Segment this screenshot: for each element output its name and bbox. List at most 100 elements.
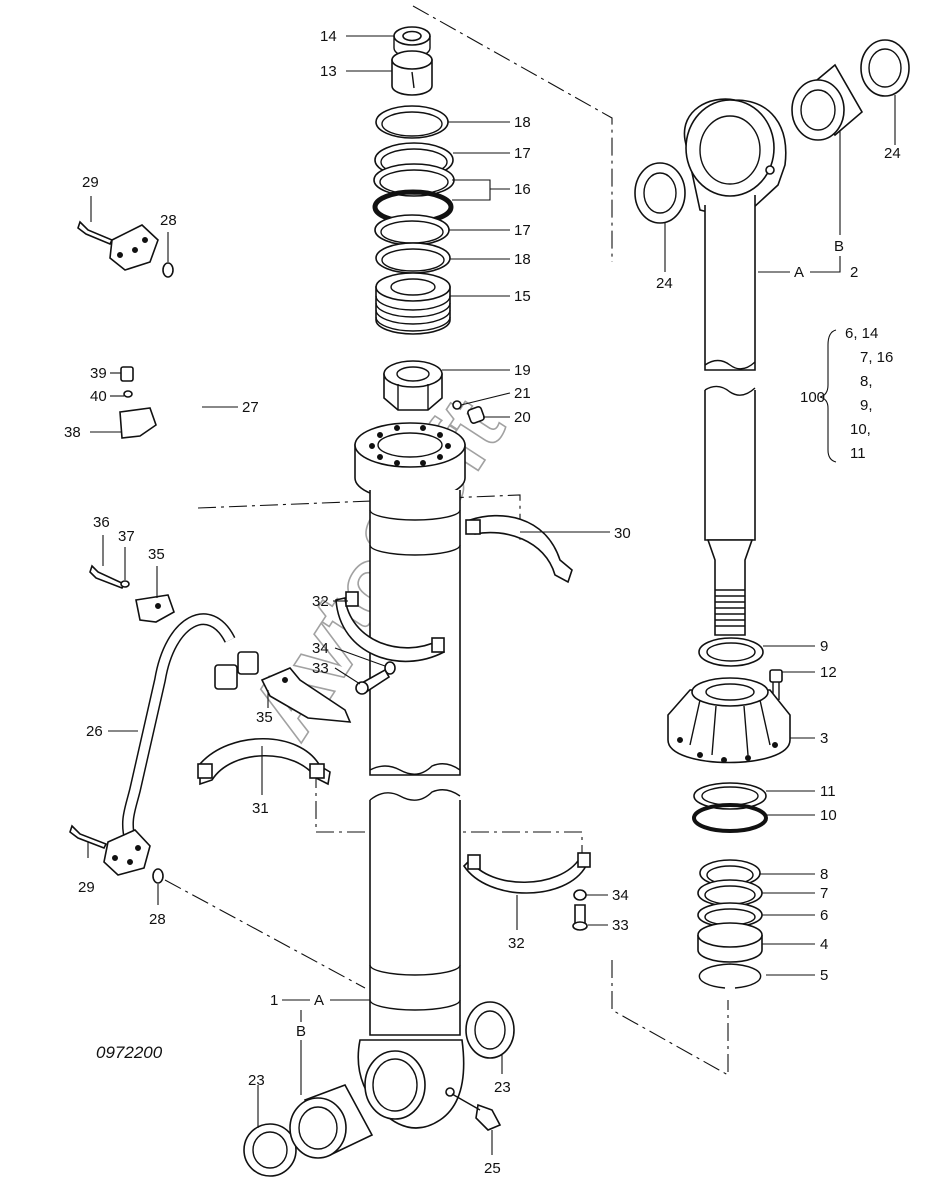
label-17-upper: 17: [514, 145, 531, 162]
part-38-clamp: [119, 407, 157, 439]
part-7-ring: [697, 879, 763, 907]
part-31-lower-band: [197, 738, 331, 786]
group-100-line-6: 11: [850, 445, 866, 462]
label-28-upper: 28: [160, 212, 177, 229]
hose-fittings-middle: [214, 651, 259, 690]
label-8: 8: [820, 866, 828, 883]
label-1: 1: [270, 992, 278, 1009]
label-35-upper: 35: [148, 546, 165, 563]
label-16: 16: [514, 181, 531, 198]
label-18-lower: 18: [514, 251, 531, 268]
label-3: 3: [820, 730, 828, 747]
part-28-upper-o-ring: [162, 262, 174, 278]
label-6: 6: [820, 907, 828, 924]
label-15: 15: [514, 288, 531, 305]
part-35-clamp-left: [135, 594, 175, 623]
label-28-lower: 28: [149, 911, 166, 928]
group-100-line-2: 7, 16: [860, 349, 893, 366]
label-7: 7: [820, 885, 828, 902]
label-b-lower: B: [296, 1023, 306, 1040]
label-5: 5: [820, 967, 828, 984]
part-9-ring: [698, 637, 764, 667]
label-38: 38: [64, 424, 81, 441]
label-29-lower: 29: [78, 879, 95, 896]
part-35-clamp-bracket: [260, 667, 352, 723]
label-10: 10: [820, 807, 837, 824]
part-17-lower-ring: [374, 214, 450, 246]
hose-fitting-upper: [109, 224, 159, 271]
hose-fitting-lower: [103, 829, 151, 876]
part-29-lower-bolt: [69, 824, 108, 850]
label-33-lower: 33: [612, 917, 629, 934]
part-4-ring: [697, 922, 763, 963]
label-100: 100: [800, 389, 825, 406]
label-39: 39: [90, 365, 107, 382]
label-34-lower: 34: [612, 887, 629, 904]
label-23-left: 23: [248, 1072, 265, 1089]
part-29-upper-bolt: [77, 220, 114, 246]
label-29-upper: 29: [82, 174, 99, 191]
part-33-bolt-upper: [355, 668, 391, 695]
label-b-upper: B: [834, 238, 844, 255]
part-18-upper-ring: [375, 105, 449, 139]
part-24-upper-right-seal: [860, 39, 910, 97]
label-31: 31: [252, 800, 269, 817]
part-3-rod-cover: [667, 677, 791, 764]
part-32-lower-band: [462, 852, 591, 894]
part-30-upper-band: [465, 514, 573, 584]
part-34-washer-lower: [573, 889, 587, 901]
label-33-upper: 33: [312, 660, 329, 677]
label-a-lower: A: [314, 992, 324, 1009]
part-23-left-dust-seal: [243, 1123, 297, 1177]
label-a-upper: A: [794, 264, 804, 281]
part-1-cylinder-barrel: [354, 422, 466, 1129]
label-13: 13: [320, 63, 337, 80]
group-100-line-3: 8,: [860, 373, 873, 390]
label-26: 26: [86, 723, 103, 740]
part-b-lower-bushing: [289, 1084, 374, 1159]
part-25-grease-nipple: [451, 1093, 502, 1131]
label-11: 11: [820, 783, 836, 800]
leader-lines: [87, 35, 896, 1155]
label-21: 21: [514, 385, 531, 402]
part-37-washer: [120, 580, 130, 588]
part-21-ball: [452, 400, 462, 410]
label-32-upper: 32: [312, 593, 329, 610]
part-14-cap: [393, 26, 431, 58]
label-35-lower: 35: [256, 709, 273, 726]
part-39-bolt: [120, 366, 134, 382]
part-26-lower-hose: [121, 613, 236, 842]
group-100-line-1: 6, 14: [845, 325, 878, 342]
label-4: 4: [820, 936, 828, 953]
label-37: 37: [118, 528, 135, 545]
label-30: 30: [614, 525, 631, 542]
part-23-right-dust-seal: [465, 1001, 515, 1059]
group-100-line-4: 9,: [860, 397, 873, 414]
label-2: 2: [850, 264, 858, 281]
part-b-rod-bushing: [791, 63, 864, 141]
label-32-lower: 32: [508, 935, 525, 952]
label-12: 12: [820, 664, 837, 681]
part-24-left-seal: [634, 162, 686, 224]
label-27: 27: [242, 399, 259, 416]
part-40-washer: [123, 390, 133, 398]
part-34-washer-upper: [384, 661, 396, 675]
part-27-upper-hose: [117, 261, 253, 661]
label-20: 20: [514, 409, 531, 426]
part-19-nut: [383, 360, 443, 411]
part-32-upper-band: [335, 591, 445, 663]
label-23-right: 23: [494, 1079, 511, 1096]
label-17-lower: 17: [514, 222, 531, 239]
label-18-upper: 18: [514, 114, 531, 131]
group-100-line-5: 10,: [850, 421, 871, 438]
label-24-right: 24: [884, 145, 901, 162]
drawing-code: 0972200: [96, 1043, 163, 1062]
part-5-snap-ring: [698, 963, 762, 989]
label-40: 40: [90, 388, 107, 405]
label-25: 25: [484, 1160, 501, 1177]
part-18-lower-ring: [375, 242, 451, 274]
part-13-bushing: [391, 50, 433, 96]
label-9: 9: [820, 638, 828, 655]
